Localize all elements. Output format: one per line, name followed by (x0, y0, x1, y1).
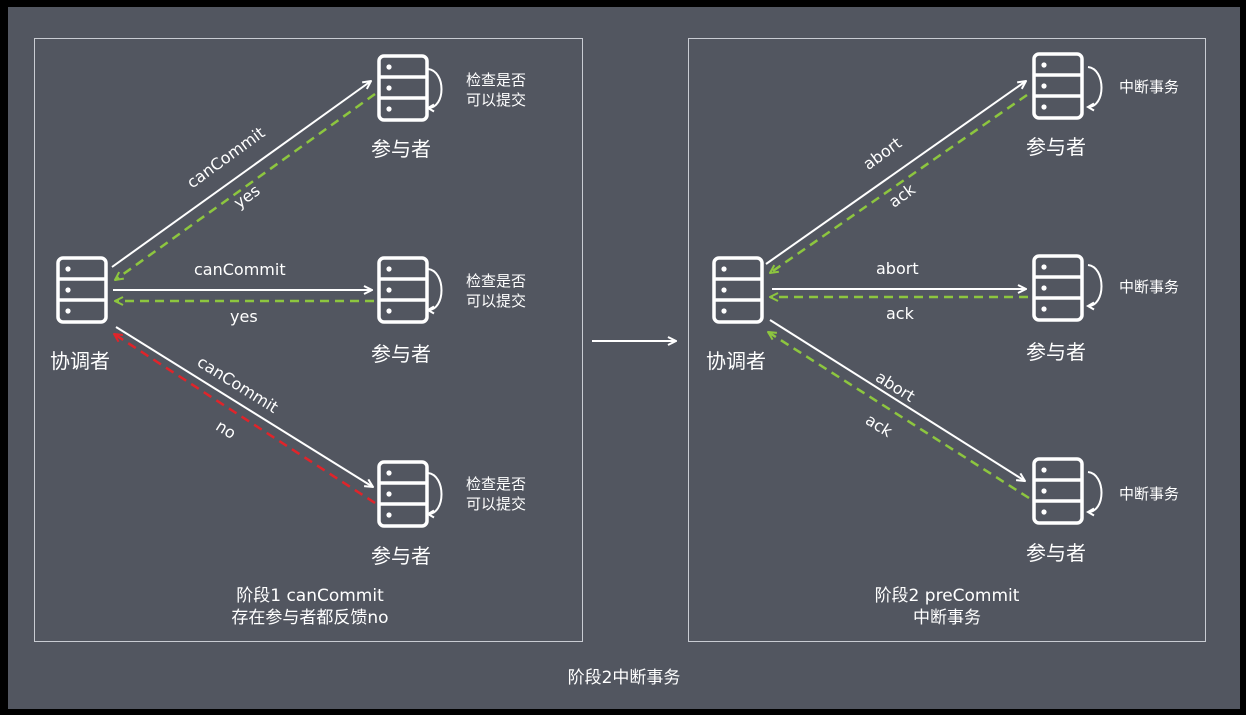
p2-participant-label-mid: 参与者 (1026, 340, 1086, 364)
p2-ack-label-mid: ack (886, 304, 914, 323)
check-note-top: 检查是否 可以提交 (466, 70, 526, 110)
check-note-line1: 检查是否 (466, 272, 527, 290)
p2-abort-label-mid: abort (876, 259, 919, 278)
abort-note-top: 中断事务 (1119, 78, 1180, 96)
server-icon (377, 256, 429, 324)
server-icon (377, 54, 429, 122)
p1-participant-label-bottom: 参与者 (371, 544, 431, 568)
loop-arrow-icon (426, 268, 443, 315)
p1-coordinator-label: 协调者 (50, 349, 110, 373)
check-note-line1: 检查是否 (466, 71, 527, 89)
p2-abort-arrow-top (765, 81, 1026, 265)
p1-no-arrow-bottom (114, 334, 376, 505)
server-icon (377, 460, 429, 528)
abort-note-bottom: 中断事务 (1119, 485, 1180, 503)
phase1-caption-line2: 存在参与者都反馈no (231, 608, 389, 628)
p1-participant-label-top: 参与者 (371, 137, 431, 161)
server-icon (56, 256, 108, 324)
check-note-bottom: 检查是否 可以提交 (466, 474, 526, 514)
p1-yes-label-mid: yes (230, 307, 258, 326)
server-icon (712, 256, 764, 324)
phase2-caption-line1: 阶段2 preCommit (874, 586, 1020, 606)
diagram-title: 阶段2中断事务 (567, 668, 681, 688)
loop-arrow-icon (426, 68, 443, 113)
p2-ack-arrow-top (770, 93, 1028, 273)
check-note-mid: 检查是否 可以提交 (466, 271, 526, 311)
check-note-line2: 可以提交 (466, 292, 527, 310)
loop-arrow-icon (1086, 66, 1103, 112)
p1-request-arrow-top (111, 81, 371, 268)
phase1-panel (34, 38, 583, 642)
abort-note-mid: 中断事务 (1119, 278, 1180, 296)
phase1-caption-line1: 阶段1 canCommit (236, 586, 384, 606)
loop-arrow-icon (426, 472, 443, 519)
p2-ack-arrow-bottom (768, 332, 1030, 500)
loop-arrow-icon (1086, 471, 1103, 517)
phase1-caption: 阶段1 canCommit 存在参与者都反馈no (194, 585, 426, 629)
server-icon (1032, 52, 1084, 120)
loop-arrow-icon (1086, 264, 1103, 311)
p2-abort-arrow-bottom (769, 319, 1025, 481)
p1-request-arrow-bottom (115, 326, 373, 487)
check-note-line2: 可以提交 (466, 91, 527, 109)
check-note-line1: 检查是否 (466, 475, 527, 493)
phase2-caption-line2: 中断事务 (913, 608, 981, 628)
phase2-panel (688, 38, 1206, 642)
server-icon (1032, 254, 1084, 322)
p1-request-label-mid: canCommit (194, 260, 286, 279)
p2-participant-label-bottom: 参与者 (1026, 541, 1086, 565)
p2-coordinator-label: 协调者 (706, 349, 766, 373)
server-icon (1032, 457, 1084, 525)
p1-yes-arrow-top (115, 92, 376, 280)
check-note-line2: 可以提交 (466, 495, 527, 513)
phase2-caption: 阶段2 preCommit 中断事务 (842, 585, 1052, 629)
p2-participant-label-top: 参与者 (1026, 135, 1086, 159)
arrows-layer (111, 66, 1103, 519)
diagram-canvas: 协调者 参与者 参与者 参与者 检查是否 可以提交 检查是否 可以提交 检查是否… (8, 7, 1240, 709)
p1-participant-label-mid: 参与者 (371, 342, 431, 366)
